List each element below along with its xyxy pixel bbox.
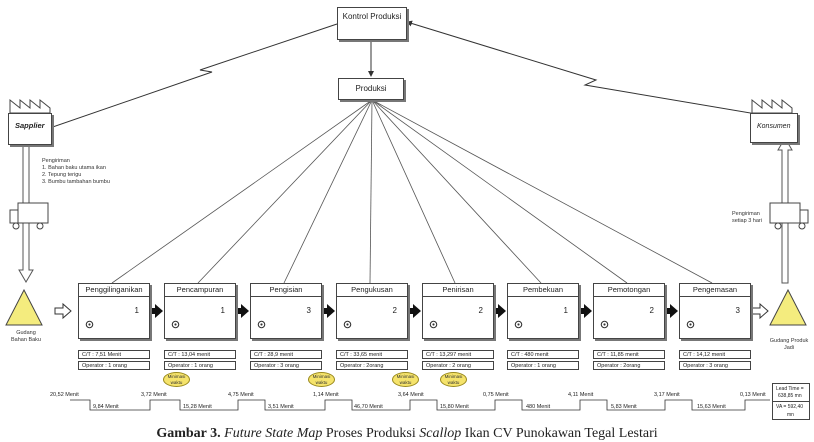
waiting-time-label: 4,75 Menit bbox=[228, 392, 254, 398]
operator-box: Operator : 3 orang bbox=[250, 361, 322, 370]
process-operator-count: 1 bbox=[563, 306, 568, 315]
waiting-time-label: 3,72 Menit bbox=[141, 392, 167, 398]
supplier-delivery-note: Pengiriman 1. Bahan baku utama ikan 2. T… bbox=[42, 158, 110, 185]
process-name: Pengukusan bbox=[337, 284, 407, 297]
process-operator-count: 3 bbox=[735, 306, 740, 315]
operator-box: Operator : 2orang bbox=[336, 361, 408, 370]
process-operator-count: 1 bbox=[134, 306, 139, 315]
waiting-time-label: 4,11 Menit bbox=[568, 392, 594, 398]
process-time-label: 15,63 Menit bbox=[697, 404, 726, 410]
cycle-time-box: C/T : 28,9 menit bbox=[250, 350, 322, 359]
process-box: Pengisian 3 bbox=[250, 283, 322, 339]
waiting-time-label: 3,17 Menit bbox=[654, 392, 680, 398]
process-time-label: 15,28 Menit bbox=[183, 404, 212, 410]
waiting-time-label: 0,13 Menit bbox=[740, 392, 766, 398]
cycle-time-box: C/T : 13,04 menit bbox=[164, 350, 236, 359]
customer-title: Konsumen bbox=[757, 123, 791, 130]
operator-icon bbox=[514, 320, 523, 329]
customer-box: Konsumen bbox=[750, 113, 798, 143]
operator-box: Operator : 2 orang bbox=[422, 361, 494, 370]
process-time-label: 3,51 Menit bbox=[268, 404, 294, 410]
operator-box: Operator : 1 orang bbox=[507, 361, 579, 370]
waiting-time-label: 3,64 Menit bbox=[398, 392, 424, 398]
process-name: Penggilinganikan bbox=[79, 284, 149, 297]
production-box: Produksi bbox=[338, 78, 404, 100]
operator-icon bbox=[257, 320, 266, 329]
cycle-time-box: C/T : 13,297 menit bbox=[422, 350, 494, 359]
operator-box: Operator : 1 orang bbox=[78, 361, 150, 370]
process-box: Penirisan 2 bbox=[422, 283, 494, 339]
process-operator-count: 3 bbox=[306, 306, 311, 315]
cycle-time-box: C/T : 33,65 menit bbox=[336, 350, 408, 359]
cycle-time-box: C/T : 14,12 menit bbox=[679, 350, 751, 359]
process-time-label: 5,83 Menit bbox=[611, 404, 637, 410]
process-box: Pengemasan 3 bbox=[679, 283, 751, 339]
process-name: Pengemasan bbox=[680, 284, 750, 297]
lead-time-summary: Lead Time = 638,85 mn VA = 592,40 mn bbox=[772, 383, 810, 420]
process-operator-count: 2 bbox=[649, 306, 654, 315]
process-name: Penirisan bbox=[423, 284, 493, 297]
waiting-time-label: 20,52 Menit bbox=[50, 392, 79, 398]
process-name: Pemotongan bbox=[594, 284, 664, 297]
process-box: Pemotongan 2 bbox=[593, 283, 665, 339]
production-title: Produksi bbox=[355, 84, 387, 93]
truck-icon-supplier bbox=[9, 202, 49, 230]
operator-icon bbox=[343, 320, 352, 329]
waiting-time-label: 0,75 Menit bbox=[483, 392, 509, 398]
operator-icon bbox=[85, 320, 94, 329]
truck-icon-customer bbox=[769, 202, 809, 230]
process-box: Pengukusan 2 bbox=[336, 283, 408, 339]
info-flow-from-customer bbox=[406, 20, 781, 119]
operator-icon bbox=[686, 320, 695, 329]
push-arrows bbox=[54, 302, 769, 320]
raw-storage-label: Gudang Bahan Baku bbox=[11, 330, 41, 343]
supplier-box: Sapplier bbox=[8, 113, 52, 145]
info-flow-to-supplier bbox=[43, 23, 338, 132]
operator-icon bbox=[171, 320, 180, 329]
process-time-label: 9,84 Menit bbox=[93, 404, 119, 410]
process-box: Penggilinganikan 1 bbox=[78, 283, 150, 339]
supplier-factory-icon bbox=[9, 98, 51, 114]
cycle-time-box: C/T : 7,51 Menit bbox=[78, 350, 150, 359]
operator-box: Operator : 1 orang bbox=[164, 361, 236, 370]
process-box: Pencampuran 1 bbox=[164, 283, 236, 339]
process-operator-count: 2 bbox=[478, 306, 483, 315]
control-box: Kontrol Produksi bbox=[337, 7, 407, 40]
process-time-label: 480 Menit bbox=[526, 404, 551, 410]
waiting-time-label: 1,14 Menit bbox=[313, 392, 339, 398]
process-name: Pembekuan bbox=[508, 284, 578, 297]
operator-box: Operator : 2orang bbox=[593, 361, 665, 370]
figure-caption: Gambar 3. Future State Map Proses Produk… bbox=[156, 426, 658, 441]
control-title: Kontrol Produksi bbox=[342, 12, 402, 21]
cycle-time-box: C/T : 11,85 menit bbox=[593, 350, 665, 359]
customer-delivery-note: Pengiriman setiap 3 hari bbox=[732, 211, 762, 224]
supplier-title: Sapplier bbox=[15, 121, 45, 130]
fg-storage-triangle bbox=[769, 288, 807, 326]
process-name: Pencampuran bbox=[165, 284, 235, 297]
fg-storage-label: Gudang Produk Jadi bbox=[769, 338, 809, 351]
customer-factory-icon bbox=[751, 98, 793, 114]
process-time-label: 46,70 Menit bbox=[354, 404, 383, 410]
operator-icon bbox=[429, 320, 438, 329]
timeline-ladder bbox=[70, 399, 770, 411]
operator-box: Operator : 3 orang bbox=[679, 361, 751, 370]
cycle-time-box: C/T : 480 menit bbox=[507, 350, 579, 359]
operator-icon bbox=[600, 320, 609, 329]
process-operator-count: 2 bbox=[392, 306, 397, 315]
process-time-label: 15,80 Menit bbox=[440, 404, 469, 410]
process-name: Pengisian bbox=[251, 284, 321, 297]
process-box: Pembekuan 1 bbox=[507, 283, 579, 339]
raw-storage-triangle bbox=[5, 288, 43, 326]
process-operator-count: 1 bbox=[220, 306, 225, 315]
